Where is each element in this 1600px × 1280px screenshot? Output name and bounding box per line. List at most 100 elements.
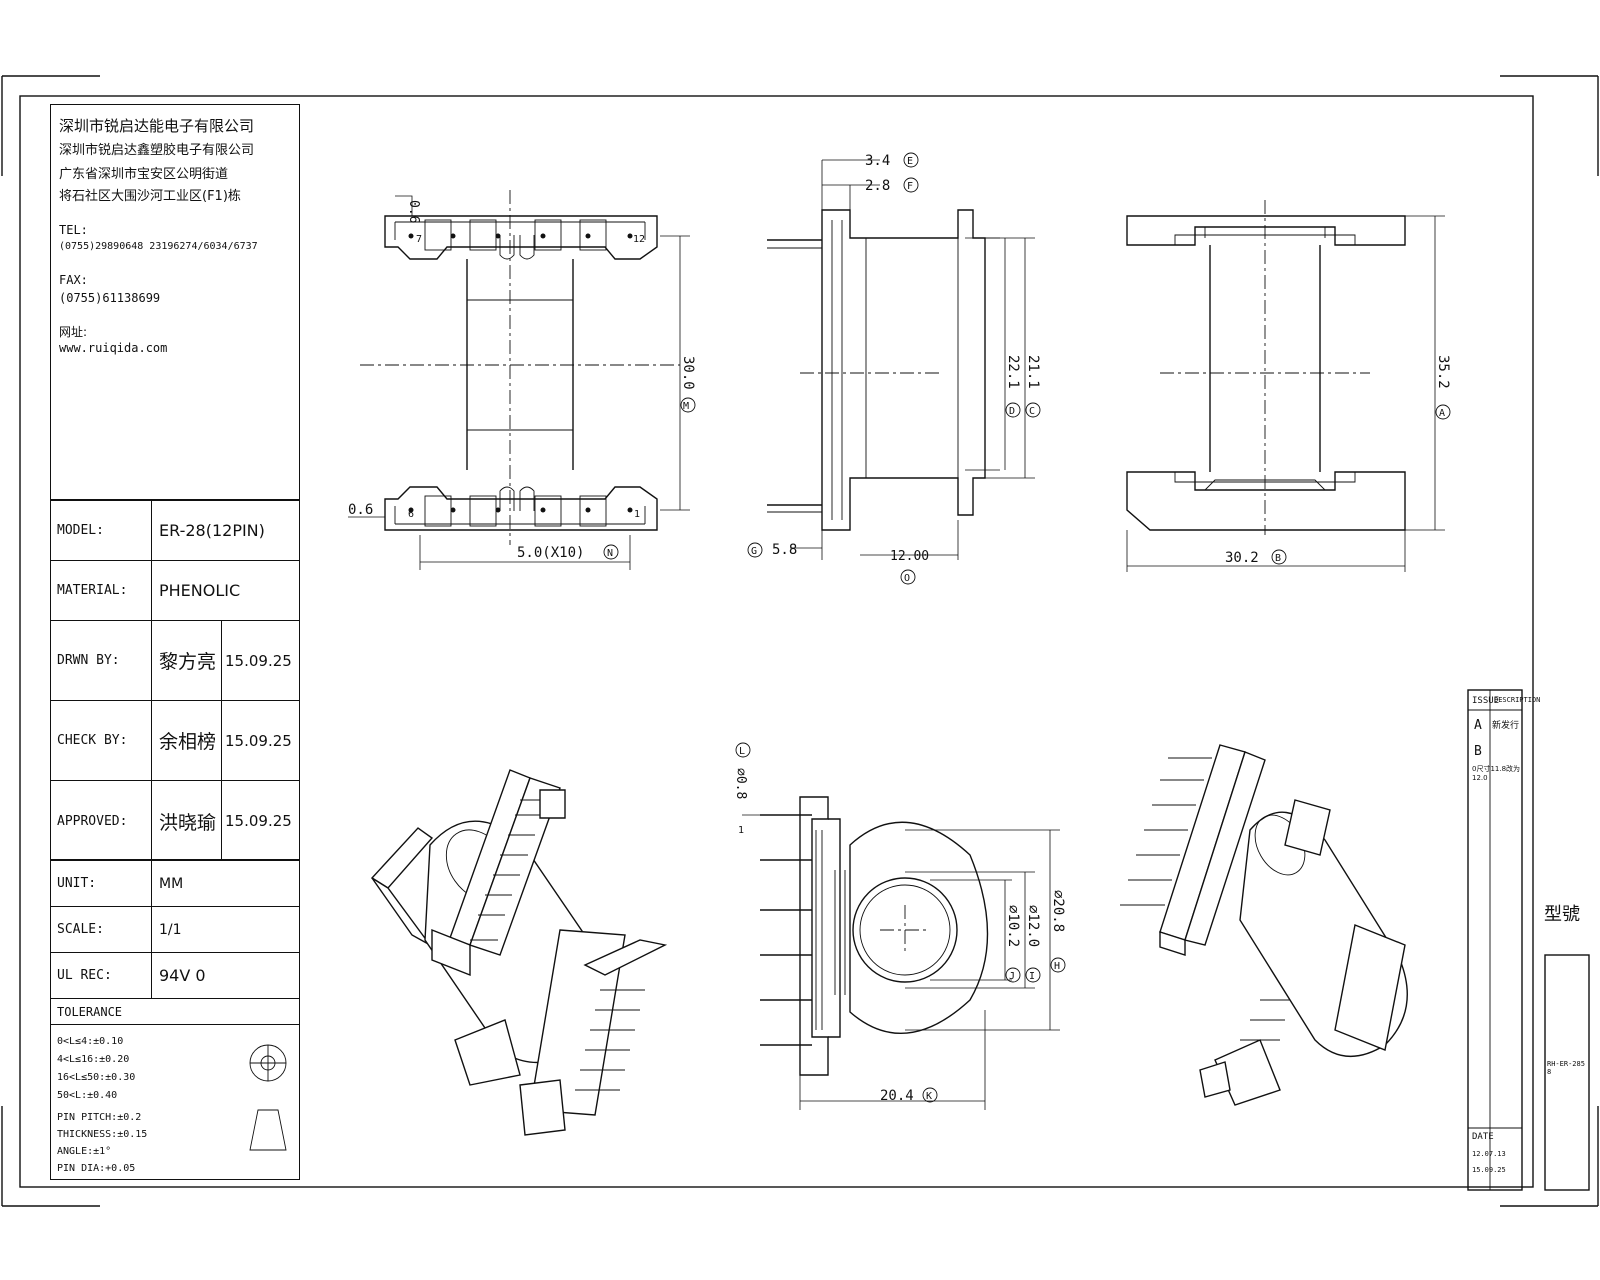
approved-date: 15.09.25 [225, 812, 292, 830]
tolerance-extra-item: ANGLE:±1° [57, 1146, 112, 1157]
company-address-1: 广东省深圳市宝安区公明街道 [59, 167, 229, 182]
approved-row: APPROVED: 洪晓瑜 15.09.25 [51, 781, 299, 861]
ul-row: UL REC: 94V 0 [51, 953, 299, 999]
tolerance-item: 0<L≤4:±0.10 [57, 1036, 124, 1047]
end-view: L ⌀0.8 1 ⌀20.8 H ⌀12.0 I ⌀10.2 J 20.4 K [733, 742, 1066, 1110]
check-name: 余相榜 [159, 731, 217, 753]
dim-l-letter: L [739, 746, 745, 757]
side-view: 3.4 E 2.8 F 21.1 C 22.1 D G 5.8 12.00 O [747, 152, 1041, 585]
tolerance-extra-list: PIN PITCH:±0.2 THICKNESS:±0.15 ANGLE:±1°… [57, 1109, 147, 1177]
dim-i-value: ⌀12.0 [1025, 905, 1041, 947]
company-block: 深圳市锐启达能电子有限公司 深圳市锐启达鑫塑胶电子有限公司 广东省深圳市宝安区公… [50, 104, 300, 500]
front-view: 35.2 A 30.2 B [1126, 200, 1451, 572]
dim-e-letter: E [907, 156, 913, 167]
dim-k-value: 20.4 [880, 1088, 914, 1104]
tolerance-title: TOLERANCE [57, 1004, 123, 1019]
material-row: MATERIAL: PHENOLIC [51, 561, 299, 621]
approved-label: APPROVED: [57, 813, 128, 829]
revision-table: ISSUE DESCRIPTION A 新发行 B 0尺寸11.8改为12.0 … [1470, 692, 1540, 1188]
top-pin-slots [408, 219, 633, 260]
tolerance-item: 50<L:±0.40 [57, 1090, 118, 1101]
spec-block: UNIT: MM SCALE: 1/1 UL REC: 94V 0 TOLERA… [50, 860, 300, 1180]
part-label: 型號 [1544, 904, 1580, 925]
company-web-label: 网址: [59, 325, 88, 339]
pin-num-12: 12 [633, 234, 645, 245]
drawn-label: DRWN BY: [57, 653, 120, 668]
dim-i-letter: I [1029, 971, 1035, 982]
dim-l-value: ⌀0.8 [733, 768, 748, 799]
dim-b-value: 30.2 [1225, 550, 1259, 566]
ul-label: UL REC: [57, 968, 112, 983]
dim-m-value: 30.0 [680, 356, 696, 390]
top-view: 0.6 7 12 6 1 0.6 30.0 M 5.0(X10) N [348, 190, 696, 570]
scale-label: SCALE: [57, 922, 104, 937]
scale-row: SCALE: 1/1 [51, 907, 299, 953]
dim-pin-1: 1 [738, 825, 744, 836]
dim-c-value: 21.1 [1025, 355, 1041, 389]
sheet-border [1, 75, 1599, 1207]
rev-b-desc: 0尺寸11.8改为12.0 [1472, 765, 1521, 782]
scale-value: 1/1 [159, 921, 182, 938]
revision-table-lines [1467, 689, 1590, 1191]
drawn-date: 15.09.25 [225, 651, 292, 670]
company-address-2: 将石社区大围沙河工业区(F1)栋 [59, 189, 241, 204]
dim-j-value: ⌀10.2 [1005, 905, 1021, 947]
dim-top-pin-offset: 0.6 [406, 200, 421, 223]
dim-n-letter: N [607, 548, 613, 559]
pin-num-7: 7 [416, 234, 422, 245]
desc-header: DESCRIPTION [1494, 696, 1541, 704]
tolerance-extra-item: PIN DIA:+0.05 [57, 1163, 136, 1174]
tolerance-extra-item: PIN PITCH:±0.2 [57, 1112, 142, 1123]
dim-d-letter: D [1009, 406, 1015, 417]
tolerance-title-row: TOLERANCE [51, 999, 299, 1025]
ul-value: 94V 0 [159, 966, 206, 985]
company-tel-label: TEL: [59, 223, 88, 237]
iso-view-left [370, 769, 668, 1136]
rev-a-issue: A [1474, 718, 1482, 733]
company-name-2: 深圳市锐启达鑫塑胶电子有限公司 [59, 143, 255, 158]
approved-name: 洪晓瑜 [159, 811, 217, 834]
model-label: MODEL: [57, 523, 104, 538]
company-fax: (0755)61138699 [59, 291, 161, 305]
rev-a-date: 12.07.13 [1472, 1150, 1506, 1158]
tolerance-extra-item: THICKNESS:±0.15 [57, 1129, 148, 1140]
dim-k-letter: K [926, 1091, 932, 1102]
part-number: RH-ER-2858 [1547, 1060, 1585, 1076]
dim-g-letter: G [751, 546, 757, 557]
dim-c-letter: C [1029, 406, 1035, 417]
check-label: CHECK BY: [57, 733, 128, 748]
projection-symbol [249, 1044, 287, 1151]
dim-f-letter: F [907, 181, 913, 192]
dim-g-value: 5.8 [772, 542, 797, 558]
unit-value: MM [159, 875, 184, 892]
model-row: MODEL: ER-28(12PIN) [51, 501, 299, 561]
dim-h-value: ⌀20.8 [1050, 890, 1066, 932]
pin-num-1: 1 [634, 509, 640, 520]
dim-j-letter: J [1009, 971, 1015, 982]
dim-o-value: 12.00 [890, 549, 929, 564]
model-value: ER-28(12PIN) [159, 521, 265, 540]
tolerance-item: 16<L≤50:±0.30 [57, 1072, 136, 1083]
dim-h-letter: H [1054, 961, 1060, 972]
dim-n-value: 5.0(X10) [517, 545, 584, 561]
issue-header: ISSUE [1472, 696, 1500, 706]
unit-label: UNIT: [57, 876, 97, 891]
dim-b-letter: B [1275, 553, 1281, 564]
unit-row: UNIT: MM [51, 861, 299, 907]
company-web: www.ruiqida.com [59, 341, 168, 355]
dim-m-letter: M [683, 401, 689, 412]
material-label: MATERIAL: [57, 583, 128, 598]
material-value: PHENOLIC [159, 581, 241, 600]
check-row: CHECK BY: 余相榜 15.09.25 [51, 701, 299, 781]
tolerance-list: 0<L≤4:±0.10 4<L≤16:±0.20 16<L≤50:±0.30 5… [57, 1033, 135, 1105]
company-tel: (0755)29890648 23196274/6034/6737 [59, 241, 258, 252]
dim-bottom-pin-offset: 0.6 [348, 502, 373, 518]
rev-b-issue: B [1474, 744, 1482, 759]
bottom-pin-slots [408, 486, 633, 527]
rev-b-date: 15.09.25 [1472, 1166, 1506, 1174]
iso-view-right [1120, 744, 1408, 1106]
dim-d-value: 22.1 [1005, 355, 1021, 389]
date-header: DATE [1472, 1132, 1494, 1142]
dim-e-value: 3.4 [865, 153, 890, 169]
